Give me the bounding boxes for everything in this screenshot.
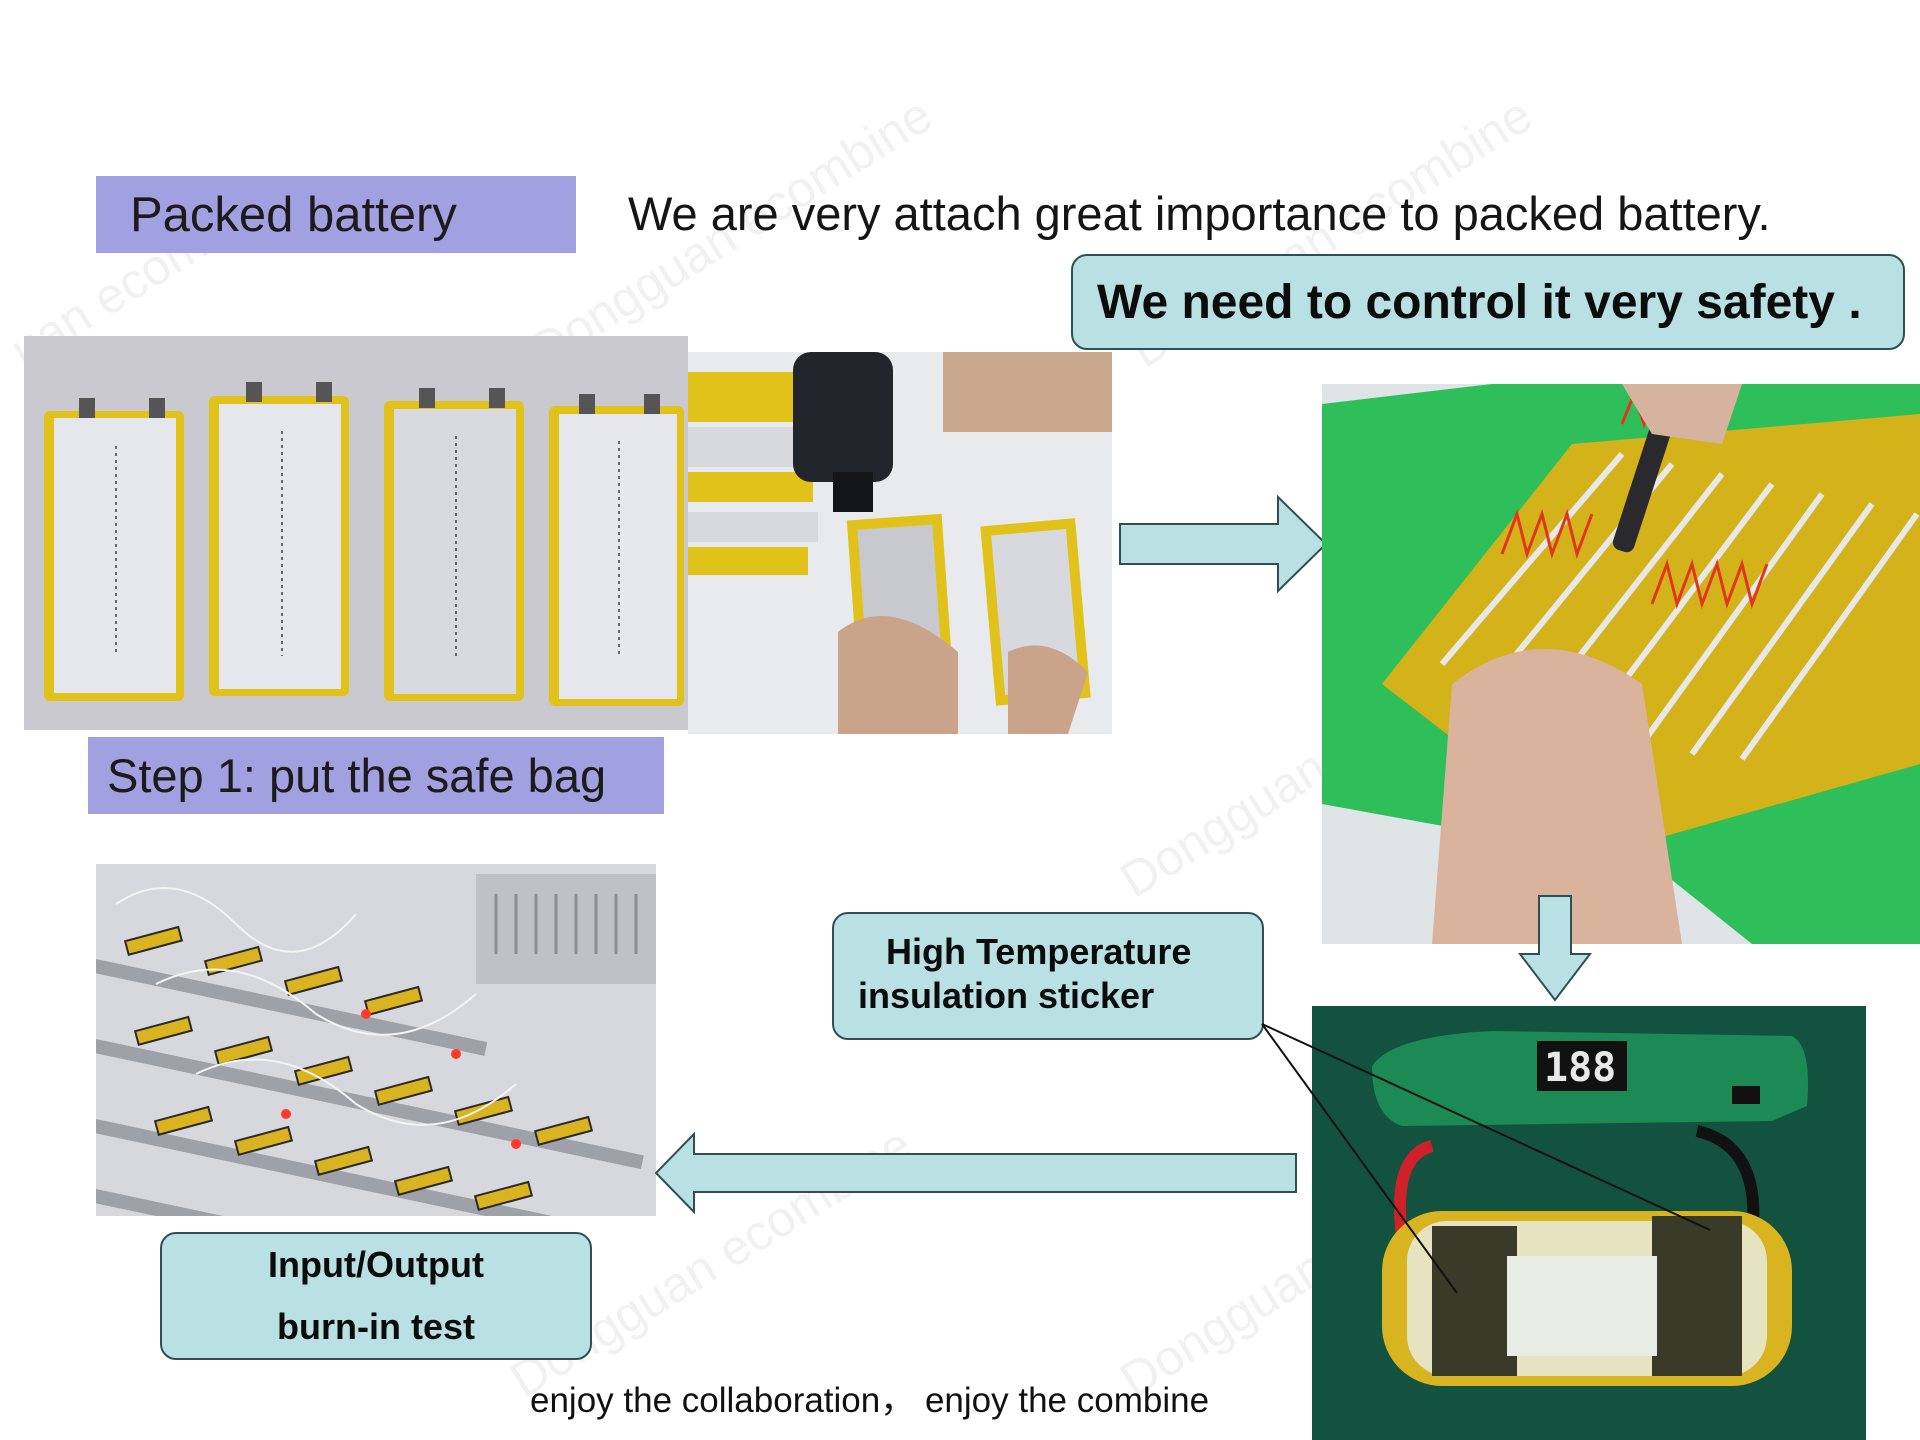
- safety-callout: We need to control it very safety .: [1071, 254, 1905, 350]
- burn-in-test-photo: [96, 864, 656, 1216]
- arrow-right-icon: [1118, 494, 1330, 594]
- burnin-callout: Input/Output burn-in test: [160, 1232, 592, 1360]
- sticker-callout-line1: High Temperature: [886, 931, 1192, 972]
- battery-pack-pcb-photo: 188: [1312, 1006, 1866, 1440]
- step1-label-text: Step 1: put the safe bag: [107, 749, 607, 802]
- pcb-display-digits: 188: [1544, 1045, 1616, 1091]
- packed-batteries-photo: [24, 336, 688, 730]
- sticker-callout: High Temperature insulation sticker: [832, 912, 1264, 1040]
- soldering-photo: [1322, 384, 1920, 944]
- burnin-callout-line1: Input/Output: [268, 1244, 484, 1285]
- arrow-down-icon: [1517, 894, 1593, 1002]
- sticker-callout-line2: insulation sticker: [858, 975, 1155, 1016]
- packed-battery-label: Packed battery: [96, 176, 576, 253]
- burnin-callout-line2: burn-in test: [277, 1306, 475, 1347]
- heat-gun-packing-photo: [688, 352, 1112, 734]
- footer-slogan: enjoy the collaboration， enjoy the combi…: [530, 1381, 1210, 1420]
- safety-callout-text: We need to control it very safety .: [1097, 275, 1862, 329]
- packed-battery-label-text: Packed battery: [130, 187, 457, 242]
- arrow-left-icon: [654, 1131, 1298, 1215]
- step1-label: Step 1: put the safe bag: [88, 737, 664, 814]
- intro-text: We are very attach great importance to p…: [628, 187, 1771, 240]
